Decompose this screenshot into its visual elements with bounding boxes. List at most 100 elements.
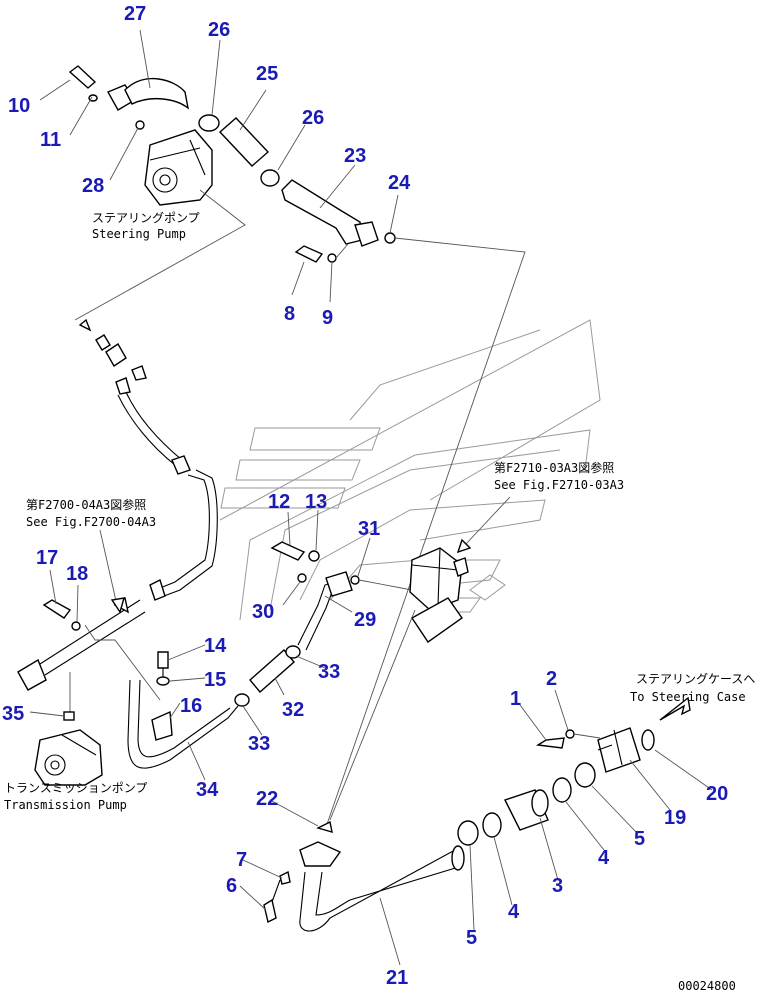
- callout-19: 19: [664, 807, 686, 829]
- flange-19: [597, 727, 641, 773]
- label-transmission-pump-en: Transmission Pump: [4, 798, 127, 812]
- callout-12: 12: [268, 491, 290, 513]
- drawing-number: 00024800: [678, 979, 736, 993]
- callout-5-right: 5: [634, 828, 645, 850]
- o-ring-31: [350, 575, 360, 585]
- callout-33-right: 33: [318, 661, 340, 683]
- label-ref-f2700-en: See Fig.F2700-04A3: [26, 515, 156, 529]
- o-ring-30: [297, 573, 307, 583]
- label-steering-case-en: To Steering Case: [630, 690, 746, 704]
- o-ring-24: [384, 232, 396, 244]
- washer-9: [327, 253, 337, 263]
- callout-21: 21: [386, 967, 408, 989]
- pipe-21: [299, 841, 465, 932]
- label-steering-case-jp: ステアリングケースへ: [636, 672, 755, 686]
- label-ref-f2700-jp: 第F2700-04A3図参照: [26, 497, 146, 512]
- washer-13: [308, 550, 320, 562]
- callout-29: 29: [354, 609, 376, 631]
- callout-31: 31: [358, 518, 380, 540]
- gasket-plate: [410, 597, 463, 643]
- leader-35: [69, 672, 74, 719]
- clamp-26-upper: [198, 114, 220, 132]
- clamp-26-lower: [260, 169, 280, 187]
- callout-1: 1: [510, 688, 521, 710]
- callout-33-left: 33: [248, 733, 270, 755]
- callout-numbers: 27 26 25 10 11 26 23 28 24 8 9 12 13 31 …: [2, 3, 728, 989]
- callout-9: 9: [322, 307, 333, 329]
- o-ring-20: [641, 729, 655, 751]
- callout-16: 16: [180, 695, 202, 717]
- screen-4-right: [552, 777, 572, 803]
- hose-34: [127, 679, 239, 769]
- callout-5-left: 5: [466, 927, 477, 949]
- washer-15: [156, 676, 170, 686]
- leader-22: [329, 609, 416, 821]
- clamp-5-right: [574, 762, 596, 788]
- arrow-steering-case: [659, 696, 691, 721]
- spring-washer-7: [279, 870, 291, 885]
- hose-32: [249, 648, 295, 694]
- clamp-33-right: [285, 645, 301, 659]
- label-steering-pump-jp: ステアリングポンプ: [92, 211, 200, 225]
- leader-o-ring-24: [324, 237, 526, 831]
- callout-13: 13: [305, 491, 327, 513]
- arrow-f2700: [110, 597, 125, 614]
- bolt-17: [42, 599, 72, 619]
- callout-2: 2: [546, 668, 557, 690]
- transmission-pump: [34, 729, 103, 786]
- callout-32: 32: [282, 699, 304, 721]
- o-ring-22: [316, 820, 333, 833]
- callout-30: 30: [252, 601, 274, 623]
- callout-26-lower: 26: [302, 107, 324, 129]
- clamp-5-left: [457, 820, 479, 846]
- leader-ref-f2700: [99, 529, 119, 611]
- leader-steering-pump: [74, 189, 246, 321]
- arrow-f2710: [456, 538, 472, 554]
- o-ring-28: [135, 120, 145, 130]
- label-ref-f2710-jp: 第F2710-03A3図参照: [494, 460, 614, 475]
- callout-24: 24: [388, 172, 411, 194]
- adapter-3: [504, 789, 549, 831]
- bracket-line: [84, 624, 161, 701]
- bolt-10: [68, 65, 97, 89]
- callout-10: 10: [8, 95, 30, 117]
- callout-23: 23: [344, 145, 366, 167]
- washer-2: [565, 729, 575, 739]
- tube-29: [297, 571, 353, 651]
- callout-34: 34: [196, 779, 219, 801]
- fittings-upper: [78, 318, 147, 395]
- bolt-6: [263, 879, 281, 924]
- callout-26-upper: 26: [208, 19, 230, 41]
- callout-18: 18: [66, 563, 88, 585]
- callout-15: 15: [204, 669, 226, 691]
- callout-20: 20: [706, 783, 728, 805]
- callout-22: 22: [256, 788, 278, 810]
- callout-4-right: 4: [598, 847, 610, 869]
- tube-23: [281, 179, 379, 247]
- callout-25: 25: [256, 63, 278, 85]
- hose-25: [218, 117, 270, 167]
- clamp-33-left: [234, 693, 250, 707]
- leader-washer-2: [573, 733, 601, 739]
- leader-ref-f2710: [464, 496, 511, 546]
- bolt-12: [270, 541, 306, 561]
- callout-3: 3: [552, 875, 563, 897]
- callout-17: 17: [36, 547, 58, 569]
- callout-35: 35: [2, 703, 24, 725]
- bolt-1: [535, 737, 565, 749]
- label-steering-pump-en: Steering Pump: [92, 227, 186, 241]
- label-ref-f2710-en: See Fig.F2710-03A3: [494, 478, 624, 492]
- callout-28: 28: [82, 175, 104, 197]
- screen-4-left: [482, 812, 502, 838]
- callout-27: 27: [124, 3, 146, 25]
- steering-pump: [144, 129, 213, 206]
- label-transmission-pump-jp: トランスミッションポンプ: [4, 781, 147, 795]
- bolt-14: [157, 651, 169, 684]
- callout-11: 11: [40, 129, 61, 151]
- suction-elbow-27: [107, 77, 190, 111]
- clamp-16: [151, 710, 173, 741]
- leader-31: [358, 579, 413, 591]
- callout-14: 14: [204, 635, 227, 657]
- plug-35: [63, 711, 75, 721]
